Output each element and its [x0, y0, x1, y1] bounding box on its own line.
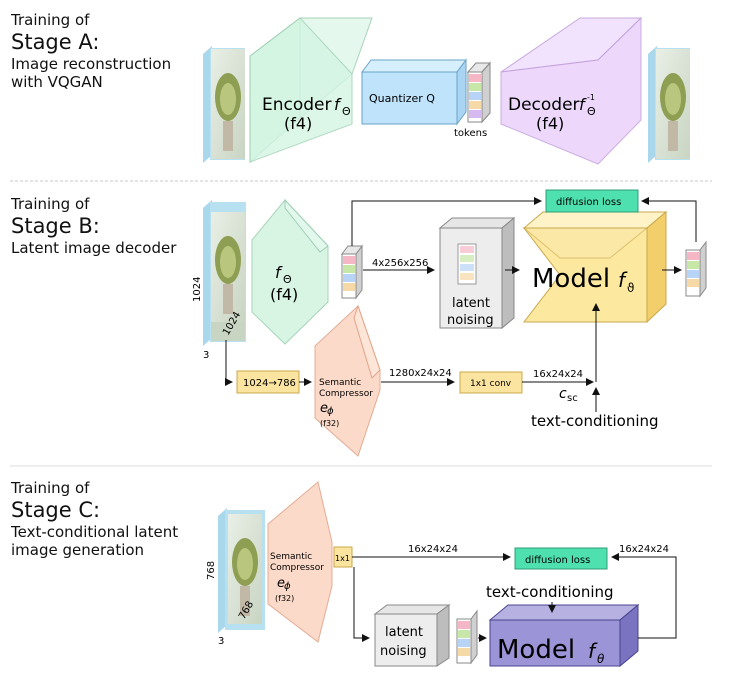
- stage-b-latent-tokens: [341, 244, 363, 300]
- stage-a-decoder-symbol-sup: -1: [587, 93, 595, 102]
- stage-c-model-symbol-sub: θ: [597, 652, 605, 666]
- stage-b-compressor: [314, 304, 381, 457]
- stage-b-resize-label: 1024→786: [243, 378, 296, 389]
- stage-c-compressor-symbol: e: [277, 576, 285, 591]
- stage-b-model: [522, 210, 668, 324]
- stage-b-arrow-output-to-loss: [641, 197, 697, 242]
- stage-a-input-image: [203, 46, 245, 163]
- stage-a-encoder-label: Encoder: [262, 95, 332, 115]
- stage-c-shape-top: 16x24x24: [408, 544, 458, 555]
- stage-c-dim-channels: 3: [218, 636, 224, 647]
- stage-c-dim-height: 768: [206, 561, 217, 580]
- stage-c-noising-line2: noising: [380, 644, 427, 659]
- stage-a-output-image: [648, 46, 690, 163]
- stage-b-model-symbol: f: [618, 268, 628, 292]
- stage-c-latent-tokens: [456, 609, 478, 665]
- stage-a-decoder-symbol: f: [579, 95, 587, 114]
- stage-b-latent-noising: [438, 216, 516, 330]
- stage-a-label: Training of Stage A: Image reconstructio…: [11, 11, 172, 91]
- stage-b-compressor-line1: Semantic: [319, 378, 361, 388]
- stage-a-encoder: [249, 16, 373, 164]
- stage-a-title-small: Training of: [11, 11, 90, 29]
- stage-c-conv-label: 1x1: [335, 554, 350, 563]
- stage-b-dim-channels: 3: [203, 350, 209, 361]
- stage-a-desc-2: with VQGAN: [11, 72, 103, 91]
- stage-b-arrow-to-resize: [225, 340, 233, 386]
- stage-b-csc-label: c: [559, 386, 567, 402]
- stage-b-output-tokens: [685, 240, 707, 298]
- stage-a-quantizer-label: Quantizer Q: [369, 92, 435, 105]
- stage-a-decoder-label: Decoder: [508, 95, 580, 115]
- stage-b-compressor-sub: (f32): [320, 419, 339, 428]
- stage-c-text-conditioning: text-conditioning: [486, 583, 614, 601]
- stage-a-decoder: [500, 16, 643, 165]
- stage-b-csc-shape: 16x24x24: [533, 369, 583, 380]
- stage-a-tokens-label: tokens: [454, 128, 487, 139]
- stage-a-encoder-sub: (f4): [284, 114, 312, 133]
- stage-c-compressor-sub: (f32): [275, 594, 294, 603]
- stage-b-compressor-symbol-sub: ϕ: [327, 406, 334, 417]
- stage-b-input-image: [203, 200, 246, 346]
- stage-c-diffusion-loss-label: diffusion loss: [525, 555, 590, 566]
- stage-b-encoder-symbol: f: [275, 263, 283, 282]
- stage-b-compressor-line2: Compressor: [319, 389, 373, 399]
- stage-a-desc-1: Image reconstruction: [11, 55, 172, 74]
- stage-c-desc-2: image generation: [11, 540, 145, 559]
- stage-b-model-symbol-sub: ϑ: [627, 281, 634, 295]
- stage-b-dim-height: 1024: [192, 277, 203, 302]
- stage-b-text-conditioning: text-conditioning: [531, 412, 659, 430]
- stage-b-comp-shape: 1280x24x24: [389, 368, 452, 379]
- stage-c-title-small: Training of: [11, 479, 90, 497]
- stage-c-model-symbol: f: [588, 639, 598, 663]
- stage-a-decoder-symbol-sub: Θ: [587, 105, 596, 118]
- stage-b-csc-sub: sc: [567, 393, 578, 404]
- stage-b-title: Stage B:: [11, 214, 100, 239]
- stage-b-model-label: Model: [532, 264, 610, 294]
- stage-b-title-small: Training of: [11, 195, 90, 213]
- stage-b-label: Training of Stage B: Latent image decode…: [11, 195, 177, 258]
- stage-c-input-image: [218, 508, 265, 633]
- stage-b-arrow-to-loss: [351, 197, 542, 246]
- stage-b-encoder-sub: (f4): [270, 285, 298, 304]
- stage-b-conv-label: 1x1 conv: [470, 379, 512, 389]
- stage-b-compressor-symbol: e: [320, 401, 328, 416]
- stage-c-title: Stage C:: [11, 498, 101, 523]
- stage-a-title: Stage A:: [11, 30, 100, 55]
- stage-c-label: Training of Stage C: Text-conditional la…: [11, 479, 179, 559]
- stage-b-diffusion-loss-label: diffusion loss: [556, 197, 621, 208]
- stage-c-compressor-symbol-sub: ϕ: [284, 581, 291, 592]
- stage-c-desc-1: Text-conditional latent: [11, 523, 179, 542]
- stage-b-noising-line2: noising: [447, 313, 494, 328]
- stage-c-latent-noising: [373, 604, 451, 667]
- stage-c-model-label: Model: [497, 635, 575, 665]
- stage-b-diffusion-loss: [545, 189, 639, 213]
- stage-c-model: [488, 603, 640, 668]
- stage-b-noising-line1: latent: [452, 296, 490, 311]
- stage-c-compressor: [267, 481, 333, 643]
- stage-c-noising-line1: latent: [385, 625, 423, 640]
- stage-a-quantizer: [361, 58, 467, 126]
- stage-c-arrow-to-noising: [353, 567, 370, 642]
- stage-b-encoder: [251, 198, 329, 345]
- stage-a-encoder-symbol-sub: Θ: [342, 105, 351, 118]
- stage-c-compressor-line2: Compressor: [270, 563, 324, 573]
- stage-a-tokens: [466, 61, 492, 124]
- stage-c-diffusion-loss: [514, 547, 608, 570]
- stage-c-compressor-line1: Semantic: [270, 552, 312, 562]
- stage-c-shape-right: 16x24x24: [619, 544, 669, 555]
- stage-b-encoder-symbol-sub: Θ: [283, 273, 292, 286]
- stage-a-encoder-symbol: f: [334, 95, 342, 114]
- stage-b-latent-shape: 4x256x256: [372, 258, 428, 269]
- stage-b-desc-1: Latent image decoder: [11, 239, 177, 258]
- stage-c-arrow-model-to-loss: [611, 553, 677, 639]
- stage-a-decoder-sub: (f4): [536, 114, 564, 133]
